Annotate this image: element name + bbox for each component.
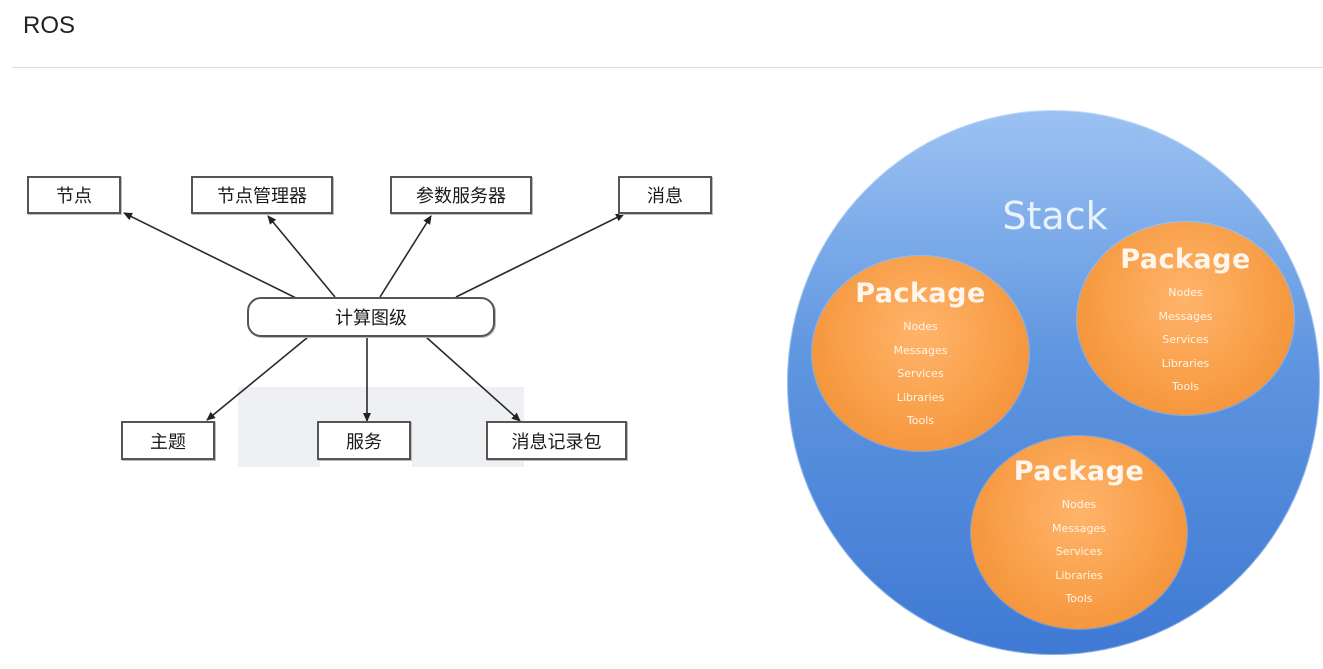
package-title: Package — [855, 278, 986, 309]
stack-label: Stack — [1002, 194, 1108, 238]
package-items: Nodes Messages Services Libraries Tools — [971, 493, 1187, 611]
package-title: Package — [1013, 456, 1145, 487]
title-divider — [12, 67, 1323, 68]
node-box-service: 服务 — [317, 421, 411, 460]
package-item-libraries: Libraries — [1161, 356, 1210, 370]
package-item-nodes: Nodes — [903, 320, 938, 333]
package-item-nodes: Nodes — [1061, 498, 1097, 511]
node-box-node: 节点 — [27, 176, 121, 214]
package-item-messages: Messages — [1052, 521, 1106, 535]
node-box-param-server: 参数服务器 — [390, 176, 532, 214]
package-item-services: Services — [1162, 333, 1209, 346]
faint-background-shape — [238, 387, 320, 467]
arrow-to-param-server — [379, 215, 432, 298]
package-item-services: Services — [897, 367, 944, 380]
package-item-tools: Tools — [1065, 592, 1093, 605]
package-item-nodes: Nodes — [1168, 286, 1203, 299]
arrow-to-topic — [206, 336, 309, 421]
package-circle: Package Nodes Messages Services Librarie… — [812, 256, 1029, 451]
page-title: ROS — [23, 12, 76, 39]
package-items: Nodes Messages Services Libraries Tools — [812, 315, 1029, 433]
arrow-to-bag — [425, 336, 521, 422]
package-circle: Package Nodes Messages Services Librarie… — [1077, 222, 1294, 415]
arrow-to-message — [455, 213, 625, 298]
node-box-node-manager: 节点管理器 — [191, 176, 333, 214]
node-box-message: 消息 — [618, 176, 712, 214]
node-box-bag: 消息记录包 — [486, 421, 627, 460]
package-item-libraries: Libraries — [1055, 568, 1103, 582]
package-items: Nodes Messages Services Libraries Tools — [1077, 281, 1294, 399]
package-item-messages: Messages — [1158, 309, 1213, 323]
package-item-services: Services — [1055, 545, 1103, 558]
package-item-tools: Tools — [1171, 380, 1200, 393]
arrow-to-node — [123, 212, 297, 299]
computation-graph-arrows — [123, 212, 625, 422]
package-item-libraries: Libraries — [896, 390, 945, 404]
package-item-tools: Tools — [906, 414, 935, 427]
arrow-to-node-manager — [267, 215, 336, 298]
package-title: Package — [1120, 244, 1251, 275]
package-circle: Package Nodes Messages Services Librarie… — [971, 436, 1187, 629]
node-box-topic: 主题 — [121, 421, 215, 460]
package-item-messages: Messages — [893, 343, 948, 357]
node-box-computation-graph: 计算图级 — [247, 297, 495, 337]
